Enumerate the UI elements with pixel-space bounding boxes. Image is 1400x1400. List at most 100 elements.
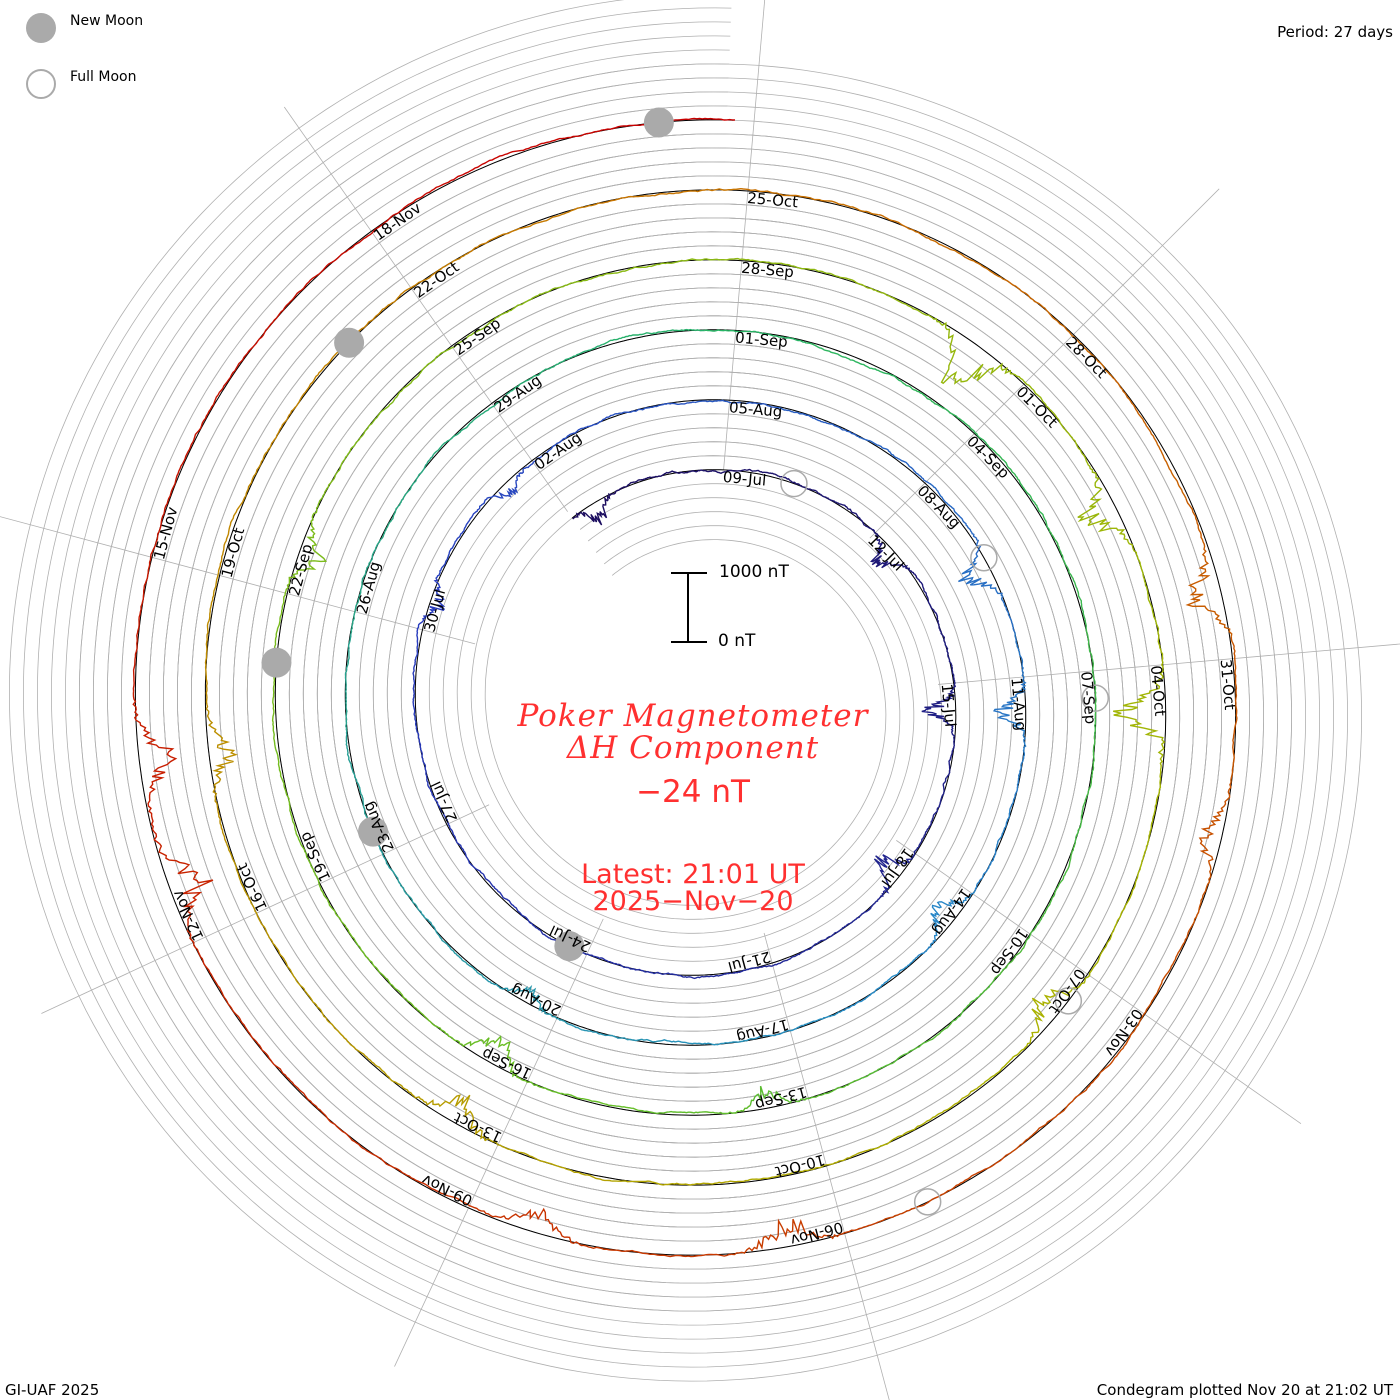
- grid-spoke: [723, 0, 766, 470]
- trace-segment: [602, 328, 705, 346]
- trace-segment: [870, 1083, 983, 1151]
- trace-segment: [958, 554, 1016, 634]
- full-moon-marker: [970, 543, 998, 572]
- trace-segment: [598, 258, 720, 277]
- trace-segment: [777, 406, 858, 437]
- date-label: 18-Nov: [370, 199, 424, 245]
- date-label: 25-Sep: [450, 314, 504, 359]
- trace-segment: [1010, 1051, 1121, 1154]
- delta-h-trace: [132, 117, 1238, 1258]
- trace-segment: [598, 188, 739, 204]
- trace-segment: [225, 843, 288, 965]
- chart-title-line1: Poker Magnetometer: [517, 698, 869, 734]
- date-label: 04-Sep: [963, 432, 1013, 482]
- date-label: 12-Jul: [864, 531, 907, 574]
- new-moon-marker: [643, 107, 674, 138]
- trace-segment: [704, 329, 807, 344]
- date-label: 16-Oct: [233, 860, 271, 914]
- trace-segment: [841, 957, 917, 1012]
- grid-spoke: [869, 188, 1220, 539]
- trace-segment: [1047, 407, 1103, 526]
- baseline-spiral: [134, 119, 1237, 1256]
- trace-segment: [678, 967, 752, 980]
- new-moon-marker: [358, 816, 389, 847]
- trace-segment: [297, 836, 355, 940]
- grid-spoke: [394, 918, 604, 1367]
- date-label: 10-Oct: [773, 1150, 827, 1181]
- trace-segment: [743, 1148, 871, 1183]
- trace-segment: [353, 938, 433, 1024]
- grid-ring: [163, 147, 1208, 1228]
- trace-segment: [1135, 756, 1164, 882]
- trace-segment: [928, 482, 982, 556]
- grid-spoke: [896, 840, 1302, 1125]
- trace-segment: [450, 129, 603, 182]
- scale-bottom-label: 0 nT: [718, 631, 756, 651]
- date-label: 28-Oct: [1062, 333, 1111, 382]
- trace-segment: [438, 1191, 582, 1247]
- trace-segment: [132, 691, 178, 845]
- grid-spoke: [283, 106, 568, 512]
- trace-segment: [1004, 279, 1112, 377]
- trace-segment: [417, 735, 442, 811]
- trace-segment: [568, 1023, 662, 1043]
- grid-ring: [149, 133, 1222, 1242]
- trace-segment: [1006, 719, 1027, 809]
- date-label: 02-Aug: [531, 428, 585, 473]
- trace-segment: [626, 470, 690, 488]
- trace-segment: [1110, 375, 1187, 499]
- grid-ring: [37, 21, 1334, 1354]
- trace-segment: [354, 252, 468, 336]
- trace-segment: [992, 632, 1027, 721]
- trace-segment: [869, 528, 918, 579]
- grid-ring: [65, 49, 1306, 1326]
- trace-segment: [921, 707, 956, 779]
- trace-segment: [981, 989, 1071, 1085]
- grid-spoke: [0, 516, 476, 645]
- trace-segment: [738, 187, 879, 216]
- footer-credit: GI-UAF 2025: [5, 1381, 100, 1399]
- trace-segment: [951, 940, 1027, 1023]
- grid-ring: [177, 161, 1194, 1214]
- date-label: 29-Aug: [491, 371, 545, 416]
- trace-segment: [731, 1218, 879, 1256]
- footer-plotted-time: Condegram plotted Nov 20 at 21:02 UT: [1096, 1381, 1393, 1399]
- trace-segment: [660, 1038, 754, 1046]
- trace-segment: [286, 964, 376, 1066]
- trace-segment: [878, 1152, 1011, 1223]
- trace-segment: [1070, 881, 1137, 992]
- trace-segment: [204, 572, 220, 710]
- trace-segment: [986, 443, 1050, 531]
- full-moon-marker: [780, 469, 808, 498]
- date-label: 31-Oct: [1217, 658, 1239, 710]
- full-moon-marker: [913, 1188, 942, 1216]
- trace-segment: [604, 959, 679, 977]
- trace-segment: [694, 399, 778, 409]
- trace-segment: [856, 435, 930, 484]
- trace-segment: [940, 333, 1049, 409]
- legend-new-moon: New Moon: [70, 13, 144, 29]
- date-label: 19-Oct: [218, 526, 249, 580]
- grid-spoke: [938, 643, 1400, 685]
- grid-ring: [23, 7, 1348, 1368]
- trace-segment: [915, 889, 977, 959]
- date-label: 09-Jul: [722, 468, 767, 490]
- trace-segment: [1048, 529, 1087, 630]
- trace-segment: [467, 202, 599, 255]
- trace-segment: [920, 777, 948, 844]
- date-label: 04-Oct: [1147, 665, 1169, 717]
- grid-ring: [51, 35, 1320, 1340]
- scale-bar: [671, 572, 707, 643]
- trace-segment: [974, 807, 1012, 891]
- date-label: 07-Sep: [1077, 671, 1100, 725]
- date-label: 13-Oct: [451, 1108, 505, 1146]
- trace-segment: [374, 1064, 486, 1141]
- trace-segment: [320, 179, 452, 273]
- trace-segment: [313, 1104, 440, 1193]
- trace-segment: [572, 485, 627, 526]
- trace-segment: [1025, 842, 1076, 941]
- trace-segment: [924, 640, 957, 710]
- date-label: 25-Oct: [747, 189, 799, 211]
- trace-segment: [511, 343, 604, 392]
